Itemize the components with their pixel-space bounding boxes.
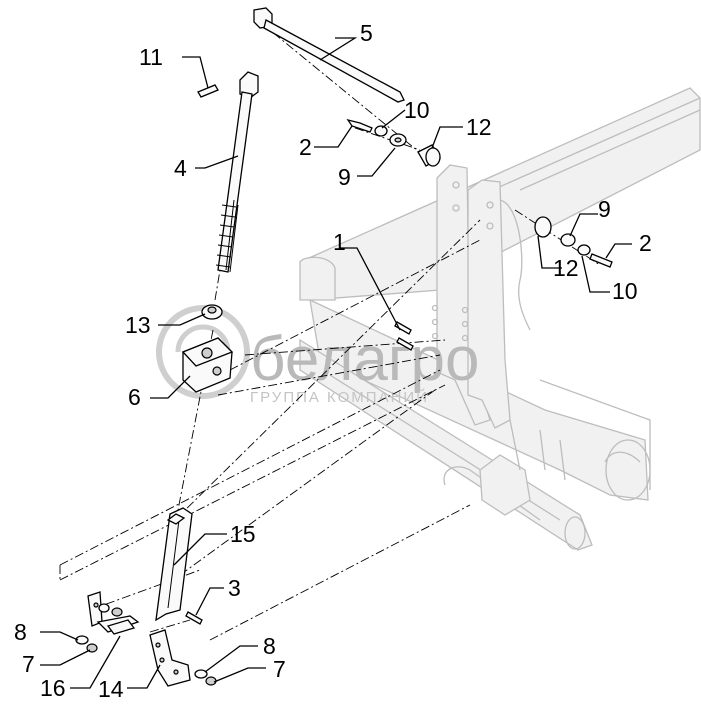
- callout-2-top: 2: [299, 134, 312, 160]
- callout-labels: 1 2 2 3 4 5 6 7 7 8 8 9 9 10 10 11 12 12…: [14, 20, 652, 702]
- part-16-bracket: [87, 591, 140, 635]
- part-1-bolts: [394, 321, 414, 351]
- part-2-bolt-top: [346, 118, 373, 133]
- callout-2-right: 2: [639, 230, 652, 256]
- callout-8-right: 8: [263, 633, 276, 659]
- part-10-washer-top: [374, 125, 388, 137]
- part-11-pin: [197, 84, 219, 98]
- callout-7-left: 7: [22, 651, 35, 677]
- part-15-strap: [155, 507, 193, 622]
- part-13-nut: [201, 304, 223, 320]
- callout-9-top: 9: [338, 164, 351, 190]
- watermark-subtitle: ГРУППА КОМПАНИЙ: [250, 388, 429, 406]
- part-7-nut-right: [205, 676, 217, 686]
- watermark: белагро ГРУППА КОМПАНИЙ: [156, 305, 479, 406]
- part-8-washer-right: [194, 669, 208, 679]
- leader-lines: [40, 37, 632, 689]
- callout-5: 5: [360, 20, 373, 46]
- part-2-bolt-right: [589, 253, 613, 268]
- callout-14: 14: [98, 676, 124, 702]
- part-12-bushing-right: [534, 216, 552, 238]
- watermark-brand: белагро: [250, 325, 479, 394]
- callout-1: 1: [333, 229, 346, 255]
- callout-11: 11: [139, 44, 163, 70]
- callout-7-right: 7: [273, 656, 286, 682]
- part-9-washer-top: [389, 133, 407, 147]
- part-10-washer-right: [577, 244, 591, 256]
- machine-frame: [299, 87, 701, 551]
- callout-8-left: 8: [14, 619, 27, 645]
- part-6-block: [181, 337, 234, 393]
- callout-10-right: 10: [612, 278, 638, 304]
- callout-4: 4: [174, 155, 187, 181]
- part-3-bolt: [185, 611, 203, 625]
- callout-16: 16: [40, 675, 66, 701]
- part-8-washer-left: [75, 603, 110, 645]
- callout-3: 3: [228, 575, 241, 601]
- part-4-threaded-rod: [215, 71, 259, 273]
- part-14-bracket: [149, 629, 191, 687]
- callout-12-top: 12: [466, 114, 492, 140]
- callout-13: 13: [125, 312, 151, 338]
- callout-12-right: 12: [553, 255, 579, 281]
- part-12-bushing-top: [417, 144, 441, 167]
- part-5-rod: [253, 7, 405, 103]
- part-9-washer-right: [560, 233, 576, 247]
- callout-15: 15: [230, 521, 256, 547]
- callout-9-right: 9: [598, 196, 611, 222]
- callout-10-top: 10: [404, 97, 430, 123]
- callout-6: 6: [128, 384, 141, 410]
